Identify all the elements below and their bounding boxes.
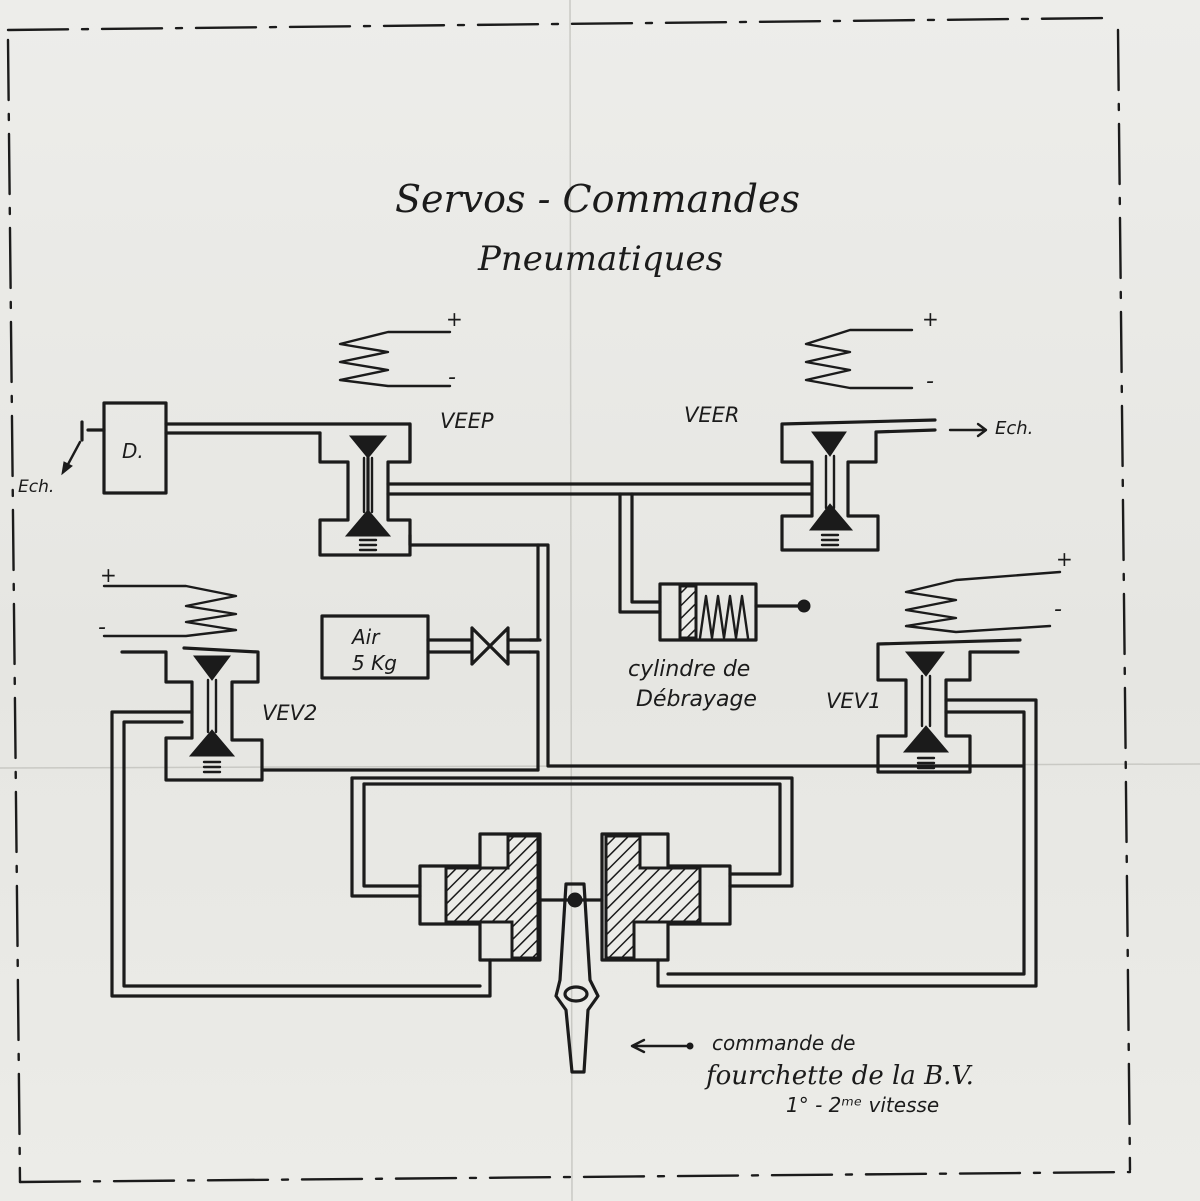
valve-veer-upper-cone bbox=[811, 431, 847, 457]
vev2-minus: - bbox=[98, 615, 106, 640]
valve-veer-lower-cone bbox=[808, 503, 854, 531]
valve-vev1-lower-cone bbox=[902, 725, 950, 753]
fork-caption-3: 1° - 2ᵐᵉ vitesse bbox=[786, 1093, 939, 1117]
valve-vev1: + - VEV1 bbox=[826, 547, 1073, 774]
coil-spring-icon bbox=[358, 538, 378, 552]
label-d: D. bbox=[122, 439, 144, 463]
fork-caption: commande de fourchette de la B.V. 1° - 2… bbox=[630, 1031, 974, 1117]
valve-veer: Ech. + - VEER bbox=[684, 307, 1033, 552]
distributor-d: D. Ech. bbox=[18, 401, 412, 497]
vev1-plus: + bbox=[1056, 547, 1073, 571]
gear-actuator bbox=[418, 832, 732, 1074]
valve-veep-lower-cone bbox=[344, 509, 392, 537]
label-air-1: Air bbox=[350, 625, 381, 649]
arrow-left-icon bbox=[630, 1038, 692, 1054]
label-veep: VEEP bbox=[440, 409, 494, 433]
valve-vev2: + - VEV2 bbox=[98, 563, 540, 782]
pipe-to-cylinder bbox=[618, 492, 662, 614]
veep-plus: + bbox=[446, 307, 463, 331]
vev1-minus: - bbox=[1054, 597, 1062, 622]
valve-veep: + - VEEP bbox=[318, 307, 494, 557]
valve-vev2-upper-cone bbox=[193, 655, 231, 681]
label-air-2: 5 Kg bbox=[352, 651, 397, 675]
clutch-cylinder: cylindre de Débrayage bbox=[628, 582, 811, 712]
coil-spring-icon bbox=[698, 594, 750, 640]
title-line1: Servos - Commandes bbox=[395, 177, 800, 221]
coil-spring-icon bbox=[202, 760, 222, 774]
label-ech-left: Ech. bbox=[18, 477, 54, 497]
air-reservoir: Air 5 Kg bbox=[320, 614, 542, 680]
drawing-frame bbox=[6, 16, 1132, 1184]
label-vev1: VEV1 bbox=[826, 689, 881, 713]
pipe-outer-loop bbox=[110, 698, 1038, 998]
label-ech-right: Ech. bbox=[995, 418, 1033, 439]
label-cylinder-2: Débrayage bbox=[636, 687, 757, 712]
veer-minus: - bbox=[926, 369, 934, 394]
fork-caption-2: fourchette de la B.V. bbox=[704, 1061, 974, 1091]
valve-veep-upper-cone bbox=[348, 435, 388, 459]
fork-caption-1: commande de bbox=[712, 1031, 856, 1055]
veep-minus: - bbox=[448, 365, 456, 390]
valve-vev1-upper-cone bbox=[904, 651, 945, 677]
pipe-inner-loop bbox=[350, 776, 794, 898]
label-vev2: VEV2 bbox=[262, 701, 317, 725]
needle-valve-icon bbox=[470, 626, 510, 666]
veer-plus: + bbox=[922, 307, 939, 331]
pipe-supply-main bbox=[408, 533, 1024, 768]
valve-vev2-lower-cone bbox=[188, 729, 236, 757]
label-veer: VEER bbox=[684, 403, 740, 427]
coil-spring-icon bbox=[820, 533, 840, 547]
title-line2: Pneumatiques bbox=[477, 239, 723, 279]
label-cylinder-1: cylindre de bbox=[628, 657, 750, 682]
vev2-plus: + bbox=[100, 563, 117, 587]
coil-spring-icon bbox=[916, 756, 936, 770]
